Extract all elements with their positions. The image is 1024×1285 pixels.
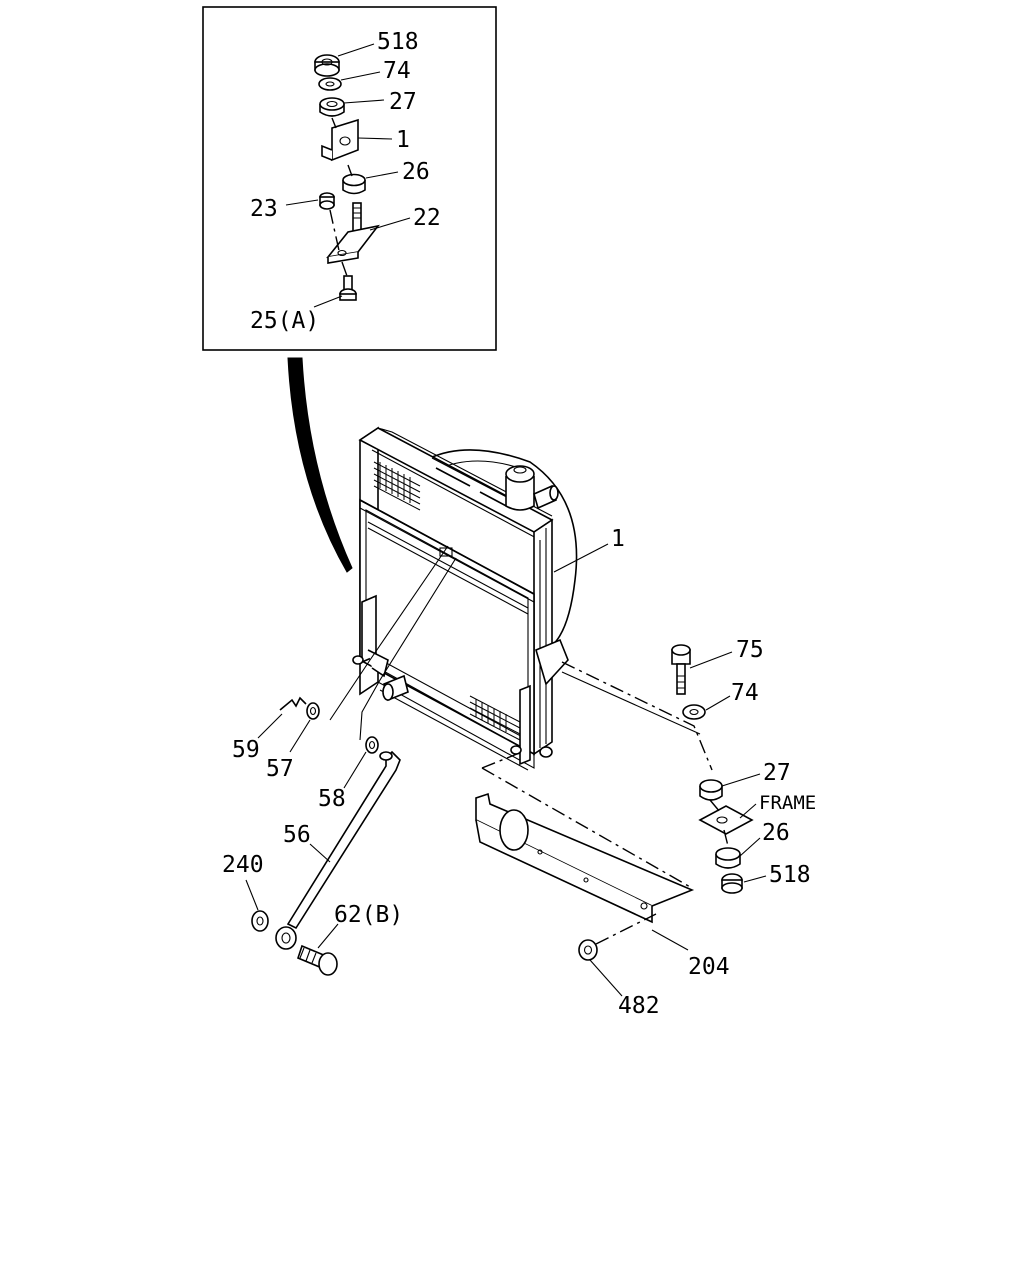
bolt-62b xyxy=(297,944,338,976)
label-26: 26 xyxy=(762,820,790,846)
cushion-26 xyxy=(715,847,741,869)
inset-nut-518 xyxy=(314,54,340,77)
label-59: 59 xyxy=(232,737,260,763)
label-58: 58 xyxy=(318,786,346,812)
label-518: 518 xyxy=(769,862,811,888)
cushion-27 xyxy=(699,779,723,801)
inset-washer-74 xyxy=(318,77,342,91)
label-inset-74: 74 xyxy=(383,58,411,84)
inset-bolt-25 xyxy=(339,275,357,301)
label-204: 204 xyxy=(688,954,730,980)
label-inset-25a: 25(A) xyxy=(250,308,319,334)
label-inset-26: 26 xyxy=(402,159,430,185)
mount-guide-line xyxy=(561,671,701,735)
nut-518 xyxy=(721,873,743,894)
stay-rod-56 xyxy=(286,750,401,930)
label-74: 74 xyxy=(731,680,759,706)
label-75: 75 xyxy=(736,637,764,663)
bolt-75 xyxy=(671,644,691,695)
inset-frame xyxy=(202,6,497,351)
radiator-right-side xyxy=(533,518,553,756)
washer-74 xyxy=(682,704,706,720)
label-inset-518: 518 xyxy=(377,29,419,55)
baffle-plate-204 xyxy=(475,792,695,924)
core-fins-lower xyxy=(469,695,521,741)
baffle-guide-line xyxy=(481,751,693,889)
frame-plate xyxy=(698,805,754,835)
fan-shroud xyxy=(429,449,578,651)
label-1: 1 xyxy=(611,526,625,552)
label-inset-27: 27 xyxy=(389,89,417,115)
washer-57 xyxy=(306,702,320,720)
radiator-inlet-pipe xyxy=(533,484,559,510)
label-482: 482 xyxy=(618,993,660,1019)
inset-nut-23 xyxy=(319,192,335,210)
radiator-cap xyxy=(505,465,535,511)
callout-arrow xyxy=(287,357,353,573)
nut-482 xyxy=(578,939,598,961)
label-62b: 62(B) xyxy=(334,902,403,928)
washer-58 xyxy=(365,736,379,754)
radiator-outlet-pipe xyxy=(382,674,409,702)
inset-stud-bracket-22 xyxy=(326,202,380,264)
right-mount-bracket xyxy=(510,638,569,766)
bushing-240 xyxy=(251,910,269,932)
left-mount-bracket xyxy=(352,594,389,678)
label-inset-1: 1 xyxy=(396,127,410,153)
label-56: 56 xyxy=(283,822,311,848)
stay-guide-line-1 xyxy=(329,545,449,721)
label-frame: FRAME xyxy=(759,792,816,814)
inset-detail: 518 74 27 1 26 23 22 25(A) xyxy=(202,6,497,351)
core-fins-upper xyxy=(373,461,421,511)
inset-bracket-1 xyxy=(321,118,359,162)
label-57: 57 xyxy=(266,756,294,782)
radiator-assembly xyxy=(352,426,578,771)
stay-guide-line-2 xyxy=(359,557,457,741)
clip-59 xyxy=(279,696,307,711)
label-inset-22: 22 xyxy=(413,205,441,231)
label-240: 240 xyxy=(222,852,264,878)
rod-end-bushing xyxy=(275,926,297,950)
inset-cushion-27 xyxy=(319,97,345,117)
inset-cushion-26 xyxy=(342,173,366,195)
label-27: 27 xyxy=(763,760,791,786)
mount-axis-line xyxy=(561,661,713,771)
label-inset-23: 23 xyxy=(250,196,278,222)
